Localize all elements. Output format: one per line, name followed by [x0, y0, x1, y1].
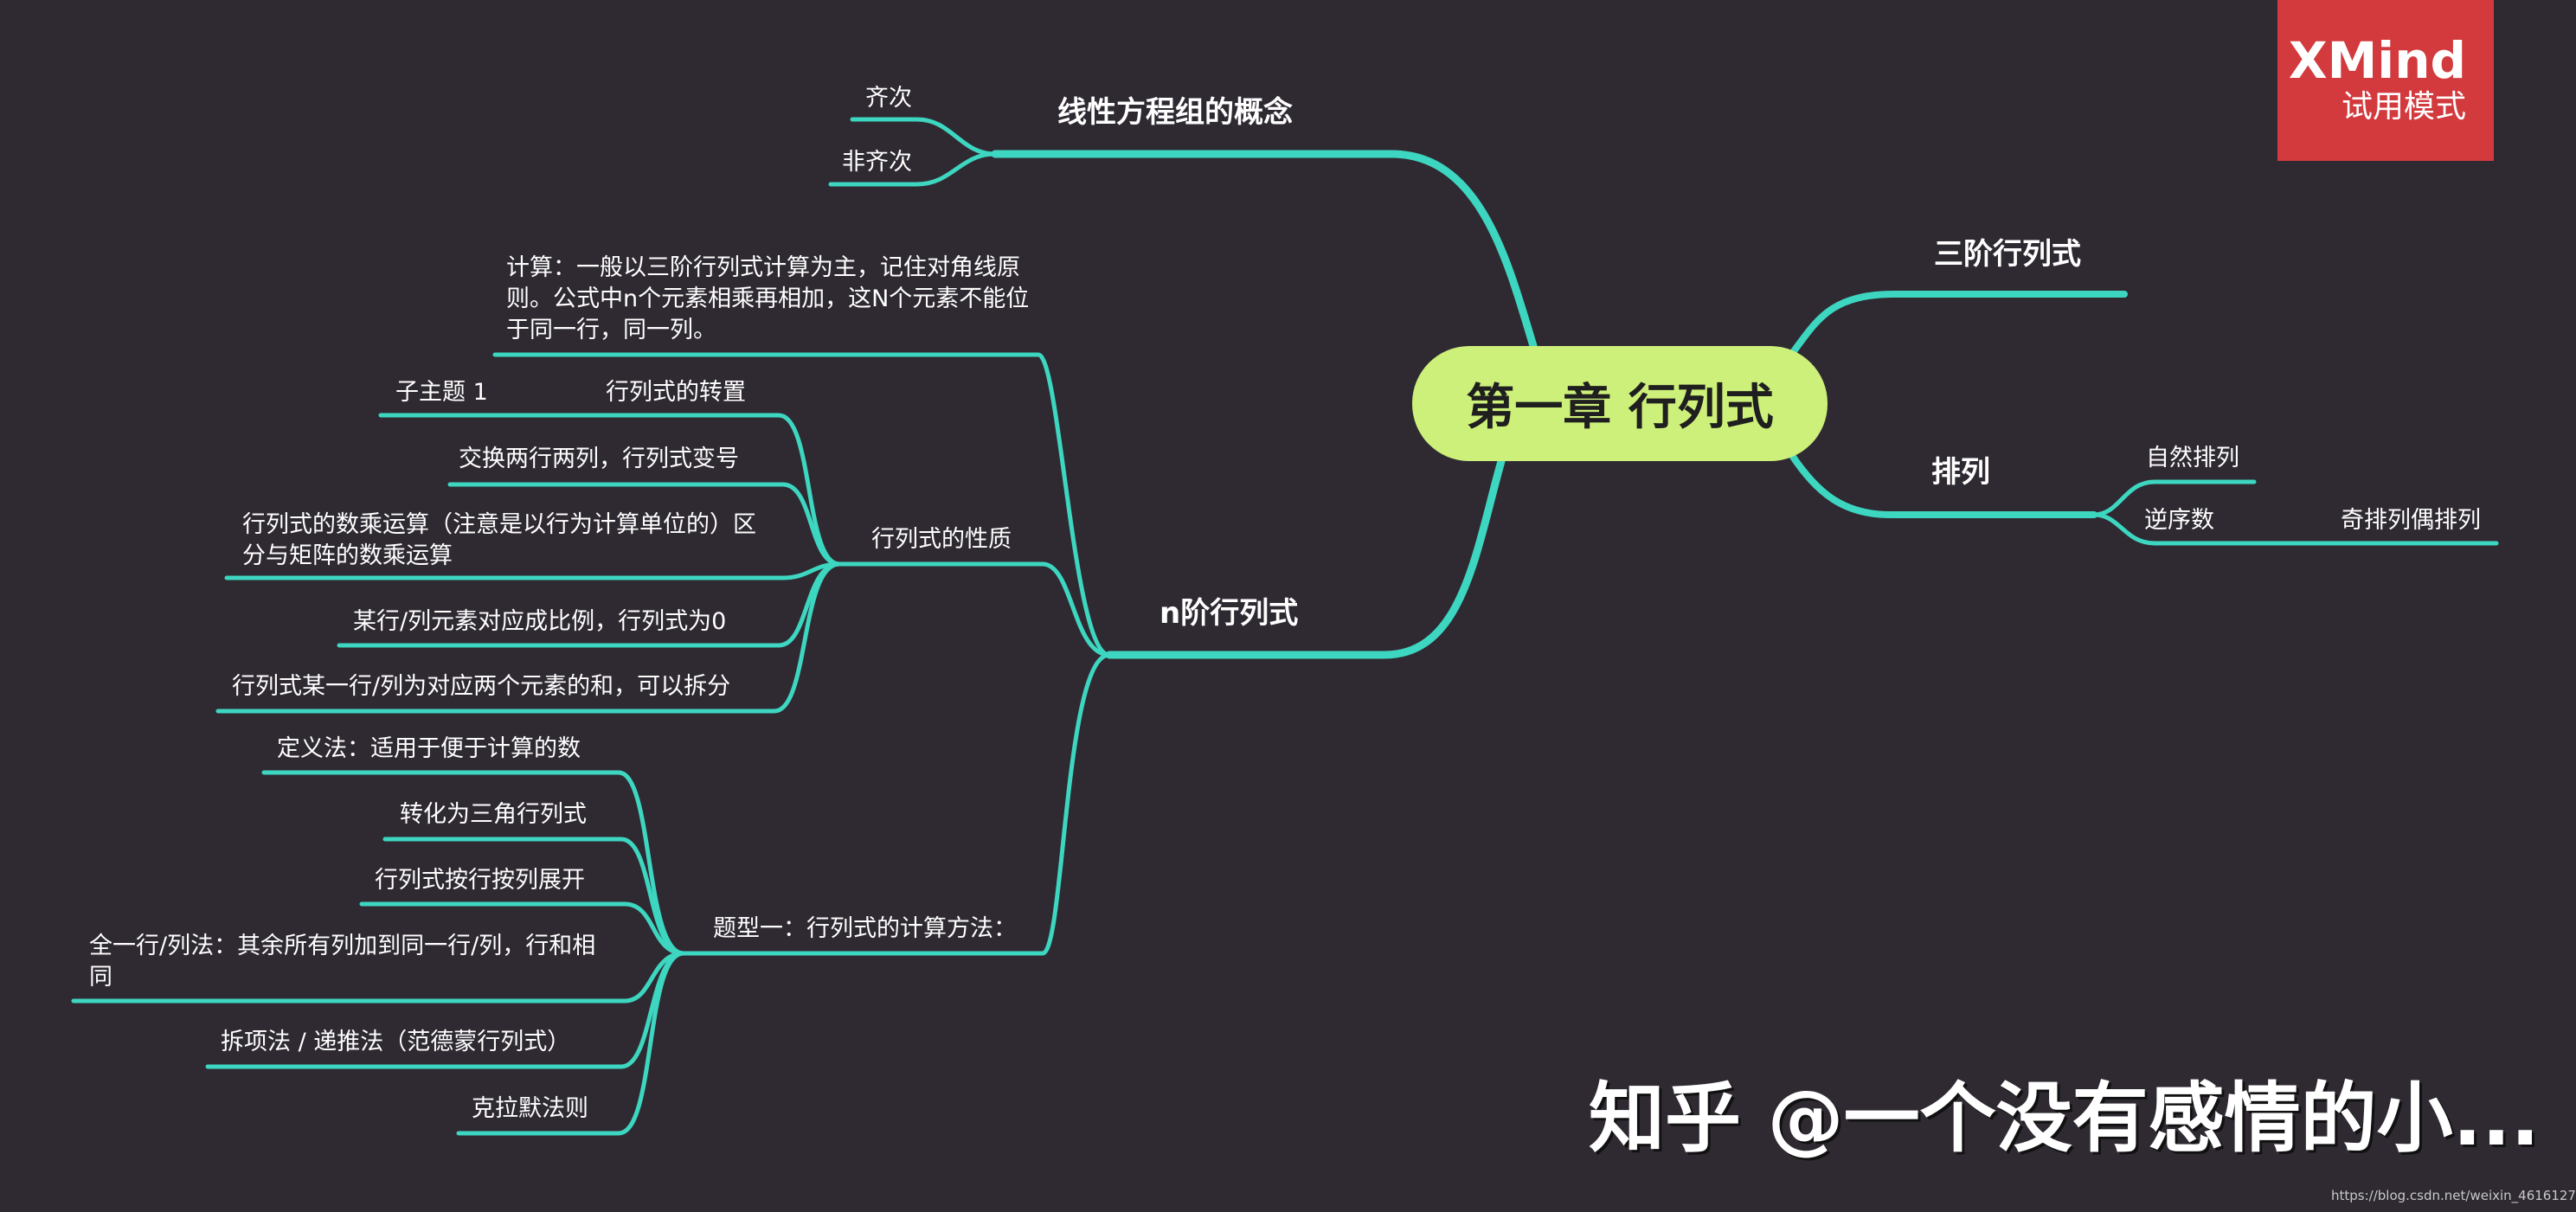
topic-concept[interactable]: 线性方程组的概念 [1057, 95, 1293, 130]
topic-calc[interactable]: 计算：一般以三阶行列式计算为主，记住对角线原则。公式中n个元素相乘再相加，这N个… [506, 254, 1030, 343]
xmind-trial-badge: XMind 试用模式 [2277, 0, 2494, 161]
source-url: https://blog.csdn.net/weixin_46161272 [2331, 1188, 2576, 1203]
link-properties [837, 561, 1112, 657]
topic-properties[interactable]: 行列式的性质 [871, 526, 1012, 553]
link-third-order [1788, 291, 2128, 358]
topic-triangular[interactable]: 转化为三角行列式 [400, 801, 587, 828]
topic-expand[interactable]: 行列式按行按列展开 [375, 867, 585, 894]
topic-definition[interactable]: 定义法：适用于便于计算的数 [277, 735, 581, 762]
topic-subtopic[interactable]: 子主题 1 [395, 379, 488, 406]
topic-transpose[interactable]: 行列式的转置 [606, 379, 746, 406]
topic-odd-even[interactable]: 奇排列偶排列 [2341, 507, 2481, 534]
link-inverse [2091, 512, 2259, 546]
topic-proportional[interactable]: 某行/列元素对应成比例，行列式为0 [353, 608, 727, 635]
topic-swap[interactable]: 交换两行两列，行列式变号 [459, 446, 739, 472]
topic-third-order[interactable]: 三阶行列式 [1934, 237, 2081, 272]
link-n-order [1105, 457, 1506, 659]
topic-homogeneous[interactable]: 齐次 [865, 85, 912, 112]
badge-mode: 试用模式 [2341, 89, 2466, 125]
topic-permutation[interactable]: 排列 [1931, 455, 1990, 490]
link-homogeneous [850, 117, 998, 157]
link-expand [359, 901, 686, 956]
central-topic[interactable]: 第一章 行列式 [1412, 346, 1828, 461]
link-natural [2091, 479, 2257, 517]
topic-n-order[interactable]: n阶行列式 [1160, 596, 1299, 631]
link-triangular [382, 837, 686, 956]
link-swap [447, 482, 842, 567]
zhihu-watermark: 知乎 @一个没有感情的小... [1589, 1074, 2540, 1163]
topic-nonhomogeneous[interactable]: 非齐次 [842, 149, 912, 176]
link-methods [681, 652, 1112, 956]
link-concept [991, 150, 1538, 350]
link-calc [492, 352, 1112, 657]
topic-methods[interactable]: 题型一：行列式的计算方法： [713, 915, 1017, 942]
topic-split[interactable]: 行列式某一行/列为对应两个元素的和，可以拆分 [232, 673, 731, 700]
link-cramer [456, 951, 686, 1136]
link-nonhomogeneous [828, 151, 998, 187]
badge-brand: XMind [2288, 31, 2466, 90]
link-permutation [1788, 451, 2097, 518]
topic-all-rows[interactable]: 全一行/列法：其余所有列加到同一行/列，行和相同 [89, 933, 596, 991]
link-split [215, 561, 842, 714]
topic-split-recursive[interactable]: 拆项法 / 递推法（范德蒙行列式） [221, 1029, 571, 1055]
topic-inverse[interactable]: 逆序数 [2144, 507, 2214, 534]
topic-cramer[interactable]: 克拉默法则 [472, 1095, 588, 1122]
topic-natural[interactable]: 自然排列 [2146, 445, 2239, 471]
topic-scalar[interactable]: 行列式的数乘运算（注意是以行为计算单位的）区分与矩阵的数乘运算 [242, 511, 756, 569]
